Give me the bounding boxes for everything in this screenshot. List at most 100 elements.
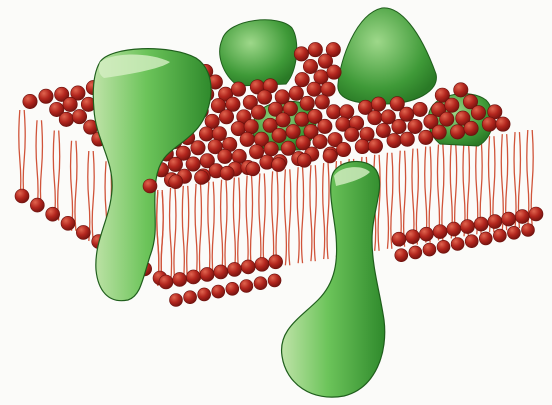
phospholipid-head — [297, 153, 311, 167]
phospholipid-head — [344, 127, 358, 141]
phospholipid-tail — [199, 184, 201, 280]
phospholipid-head — [447, 222, 461, 236]
phospholipid-tail — [225, 180, 227, 276]
phospholipid-head — [315, 95, 329, 109]
phospholipid-head — [39, 89, 53, 103]
phospholipid-head — [433, 225, 447, 239]
phospholipid-head — [419, 227, 433, 241]
phospholipid-tail — [314, 165, 316, 261]
phospholipid-head — [423, 243, 436, 256]
phospholipid-tail — [323, 163, 325, 259]
phospholipid-tail — [302, 167, 304, 263]
phospholipid-head — [493, 229, 506, 242]
phospholipid-tail — [246, 176, 248, 272]
phospholipid-head — [281, 141, 295, 155]
phospholipid-head — [241, 260, 255, 274]
phospholipid-head — [198, 288, 211, 301]
phospholipid-head — [460, 220, 474, 234]
phospholipid-tail — [259, 173, 261, 269]
phospholipid-head — [186, 157, 200, 171]
phospholipid-head — [240, 132, 254, 146]
phospholipid-head — [272, 158, 286, 172]
phospholipid-head — [72, 109, 86, 123]
phospholipid-tail — [195, 184, 197, 280]
phospholipid-tail — [182, 186, 184, 282]
phospholipid-head — [226, 282, 239, 295]
phospholipid-tail — [378, 155, 380, 251]
phospholipid-tail — [276, 171, 278, 267]
phospholipid-tail — [75, 141, 77, 231]
phospholipid-head — [205, 114, 219, 128]
phospholipid-head — [440, 112, 454, 126]
phospholipid-tail — [170, 188, 172, 284]
phospholipid-tail — [40, 120, 42, 210]
phospholipid-head — [464, 121, 478, 135]
phospholipid-head — [184, 291, 197, 304]
phospholipid-tail — [23, 110, 25, 200]
phospholipid-head — [371, 97, 385, 111]
phospholipid-head — [395, 249, 408, 262]
phospholipid-head — [220, 166, 234, 180]
phospholipid-head — [212, 127, 226, 141]
phospholipid-head — [212, 285, 225, 298]
phospholipid-head — [450, 125, 464, 139]
phospholipid-head — [289, 86, 303, 100]
phospholipid-head — [30, 198, 44, 212]
phospholipid-head — [327, 105, 341, 119]
phospholipid-head — [286, 124, 300, 138]
phospholipid-head — [272, 128, 286, 142]
phospholipid-head — [482, 117, 496, 131]
lipid-heads-bottom-layer — [15, 189, 543, 307]
phospholipid-tail — [238, 178, 240, 274]
phospholipid-head — [200, 267, 214, 281]
phospholipid-tail — [263, 173, 265, 269]
phospholipid-head — [502, 212, 516, 226]
phospholipid-head — [254, 277, 267, 290]
phospholipid-head — [226, 97, 240, 111]
phospholipid-tail — [416, 149, 418, 245]
phospholipid-head — [307, 82, 321, 96]
phospholipid-head — [327, 65, 341, 79]
phospholipid-head — [170, 294, 183, 307]
phospholipid-head — [318, 119, 332, 133]
phospholipid-head — [255, 257, 269, 271]
phospholipid-tail — [284, 169, 286, 265]
phospholipid-head — [76, 225, 90, 239]
phospholipid-head — [323, 149, 337, 163]
phospholipid-head — [173, 272, 187, 286]
phospholipid-head — [321, 82, 335, 96]
phospholipid-head — [169, 175, 183, 189]
phospholipid-tail — [208, 182, 210, 278]
phospholipid-head — [488, 215, 502, 229]
phospholipid-head — [143, 179, 157, 193]
phospholipid-head — [313, 134, 327, 148]
phospholipid-head — [368, 139, 382, 153]
phospholipid-head — [46, 207, 60, 221]
phospholipid-head — [400, 132, 414, 146]
phospholipid-tail — [272, 171, 274, 267]
phospholipid-head — [15, 189, 29, 203]
phospholipid-tail — [251, 176, 253, 272]
phospholipid-tail — [404, 151, 406, 247]
phospholipid-head — [465, 235, 478, 248]
phospholipid-head — [400, 107, 414, 121]
phospholipid-head — [168, 157, 182, 171]
phospholipid-head — [246, 162, 260, 176]
phospholipid-head — [392, 232, 406, 246]
phospholipid-head — [368, 110, 382, 124]
phospholipid-head — [308, 42, 322, 56]
phospholipid-head — [454, 83, 468, 97]
transmembrane-protein-left — [93, 49, 211, 301]
phospholipid-head — [61, 216, 75, 230]
phospholipid-tail — [92, 151, 94, 241]
phospholipid-head — [295, 72, 309, 86]
phospholipid-tail — [221, 180, 223, 276]
phospholipid-head — [251, 105, 265, 119]
phospholipid-head — [199, 127, 213, 141]
phospholipid-head — [336, 142, 350, 156]
phospholipid-head — [471, 106, 485, 120]
phospholipid-head — [218, 149, 232, 163]
phospholipid-head — [413, 102, 427, 116]
